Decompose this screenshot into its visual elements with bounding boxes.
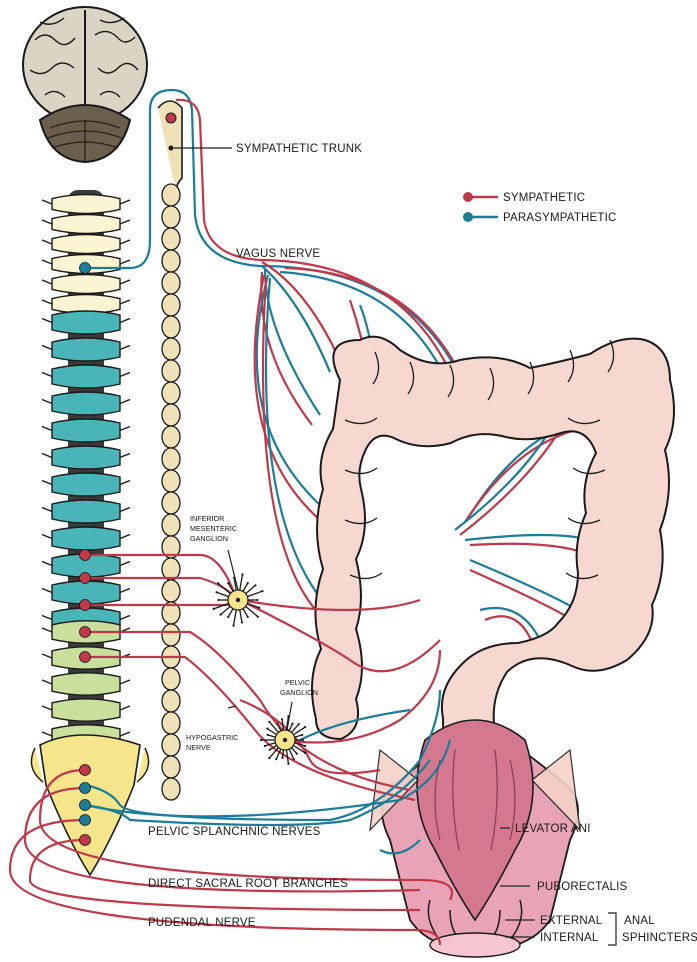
- trunk-ganglion-bead: [162, 492, 180, 514]
- trunk-ganglion-bead: [162, 382, 180, 404]
- trunk-ganglion-bead: [162, 668, 180, 690]
- trunk-ganglion-bead: [162, 470, 180, 492]
- nerve-exit-dot: [80, 652, 91, 663]
- trunk-ganglion-bead: [162, 756, 180, 778]
- label-anal: ANAL: [624, 915, 655, 927]
- nerve-exit-dot: [80, 263, 91, 274]
- vertebra: [42, 195, 130, 214]
- nerve-exit-dot: [80, 835, 91, 846]
- trunk-ganglion-bead: [162, 250, 180, 272]
- label-internal: INTERNAL: [540, 932, 599, 944]
- legend-label-parasympathetic: PARASYMPATHETIC: [503, 212, 617, 224]
- trunk-ganglion-bead: [162, 580, 180, 602]
- label-levator-ani: LEVATOR ANI: [515, 823, 591, 835]
- label-img-line-1: INFERIOR: [190, 514, 224, 523]
- nerve-exit-dot: [80, 573, 91, 584]
- label-puborectalis: PUBORECTALIS: [537, 881, 628, 893]
- trunk-ganglion-bead: [162, 184, 180, 206]
- label-pudendal-nerve: PUDENDAL NERVE: [148, 917, 256, 929]
- trunk-ganglion-bead: [162, 360, 180, 382]
- legend-item-sympathetic: SYMPATHETIC: [463, 192, 585, 204]
- inferior-mesenteric-ganglion: [212, 573, 263, 626]
- nerve-exit-dot: [80, 600, 91, 611]
- label-hn-line-1: HYPOGASTRIC: [186, 733, 238, 742]
- trunk-ganglion-bead: [162, 294, 180, 316]
- trunk-ganglion-bead: [162, 778, 180, 800]
- brain: [23, 7, 147, 162]
- trunk-ganglion-bead: [162, 404, 180, 426]
- label-img-line-2: MESENTERIC: [190, 524, 237, 533]
- nerve-exit-dot: [80, 550, 91, 561]
- vertebra: [42, 473, 130, 496]
- vertebra: [42, 311, 130, 334]
- legend: SYMPATHETIC PARASYMPATHETIC: [463, 192, 617, 224]
- label-sphincters: SPHINCTERS: [622, 932, 697, 944]
- trunk-ganglion-bead: [162, 448, 180, 470]
- nerve-exit-dot: [80, 815, 91, 826]
- vertebra: [42, 392, 130, 415]
- vertebra: [42, 215, 130, 234]
- trunk-ganglion-bead: [162, 624, 180, 646]
- label-direct-sacral-root-branches: DIRECT SACRAL ROOT BRANCHES: [148, 878, 348, 890]
- label-pg-line-2: GANGLION: [280, 688, 318, 697]
- vertebra: [42, 235, 130, 254]
- trunk-ganglion-bead: [162, 734, 180, 756]
- sympathetic-trunk: [158, 101, 182, 800]
- trunk-ganglion-bead: [162, 712, 180, 734]
- label-pg-line-1: PELVIC: [285, 678, 310, 687]
- trunk-ganglion-bead: [162, 426, 180, 448]
- label-hn-line-2: NERVE: [186, 743, 211, 752]
- legend-item-parasympathetic: PARASYMPATHETIC: [463, 212, 617, 224]
- trunk-ganglion-bead: [162, 558, 180, 580]
- vertebra: [42, 419, 130, 442]
- label-img-line-3: GANGLION: [190, 534, 228, 543]
- vertebra: [42, 275, 130, 294]
- trunk-ganglion-bead: [162, 690, 180, 712]
- trunk-ganglion-bead: [162, 206, 180, 228]
- vertebra: [42, 673, 130, 695]
- trunk-ganglion-bead: [162, 514, 180, 536]
- trunk-ganglion-bead: [162, 272, 180, 294]
- legend-label-sympathetic: SYMPATHETIC: [503, 192, 585, 204]
- vertebra: [42, 338, 130, 361]
- label-sympathetic-trunk: SYMPATHETIC TRUNK: [236, 143, 362, 155]
- label-pelvic-splanchnic-nerves: PELVIC SPLANCHNIC NERVES: [148, 826, 321, 838]
- nerve-exit-dot: [80, 765, 91, 776]
- label-vagus-nerve: VAGUS NERVE: [236, 248, 320, 260]
- label-hypogastric-nerve: HYPOGASTRIC NERVE: [186, 733, 238, 752]
- pelvic-ganglion: [260, 715, 306, 765]
- label-inferior-mesenteric-ganglion: INFERIOR MESENTERIC GANGLION: [190, 514, 237, 543]
- vertebra: [42, 699, 130, 721]
- vertebra: [42, 365, 130, 388]
- vertebra: [42, 446, 130, 469]
- vertebra: [42, 500, 130, 523]
- nerve-exit-dot: [80, 627, 91, 638]
- trunk-ganglion-bead: [162, 316, 180, 338]
- trunk-ganglion-bead: [162, 228, 180, 250]
- trunk-ganglion-bead: [162, 338, 180, 360]
- nerve-exit-dot: [80, 783, 91, 794]
- nerve-exit-dot: [80, 800, 91, 811]
- vertebra: [42, 527, 130, 550]
- label-external: EXTERNAL: [540, 915, 603, 927]
